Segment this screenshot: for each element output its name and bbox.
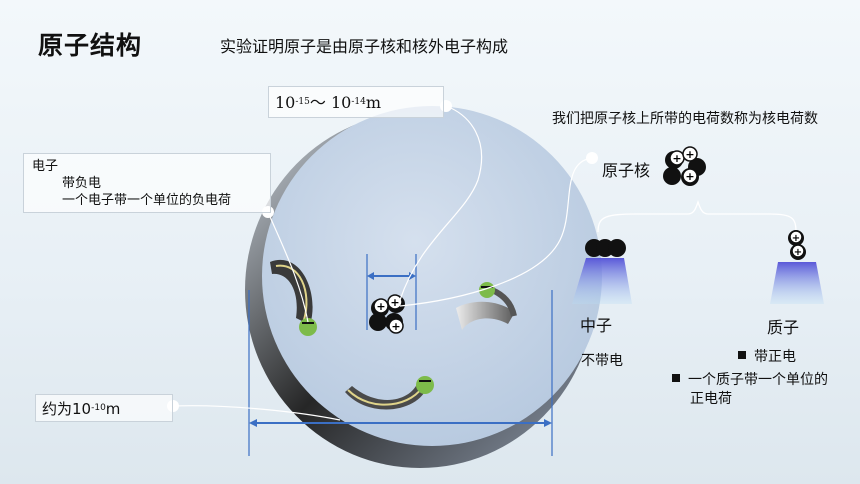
neutron-beam: [572, 258, 632, 304]
neutron-icon: [585, 239, 626, 257]
split-brace: [597, 199, 797, 233]
neutron-desc: 不带电: [581, 353, 623, 369]
proton-bullet-2: 一个质子带一个单位的 正电荷: [672, 371, 828, 409]
nucleus-size-label: 10-15～ 10-14m: [268, 86, 444, 118]
page-title: 原子结构: [38, 31, 143, 60]
nucleus-label: 原子核: [602, 161, 651, 180]
atom-sphere: [262, 106, 602, 446]
bullet-square-icon: [738, 351, 746, 359]
electron-info-box: 电子 带负电 一个电子带一个单位的负电荷: [23, 153, 271, 213]
proton-icon: + +: [788, 230, 806, 260]
svg-text:+: +: [794, 247, 802, 258]
atom-size-label: 约为10-10m: [35, 394, 173, 422]
svg-text:+: +: [390, 296, 399, 309]
electron-bottom: [416, 376, 434, 394]
svg-text:+: +: [376, 300, 385, 313]
subtitle: 实验证明原子是由原子核和核外电子构成: [220, 37, 509, 56]
bullet-square-icon: [672, 374, 680, 382]
svg-text:+: +: [792, 233, 800, 244]
svg-text:+: +: [685, 148, 694, 161]
electron-title: 电子: [32, 159, 59, 174]
svg-text:+: +: [391, 320, 400, 333]
nuclear-charge-definition: 我们把原子核上所带的电荷数称为核电荷数: [552, 111, 818, 127]
proton-label: 质子: [767, 318, 800, 337]
svg-text:+: +: [685, 170, 694, 183]
orbit-ribbon-left: [270, 259, 313, 325]
electron-line2: 一个电子带一个单位的负电荷: [62, 193, 232, 208]
proton-beam: [770, 262, 824, 304]
orbit-ribbon-right: [456, 301, 515, 330]
electron-line1: 带负电: [62, 176, 102, 191]
neutron-label: 中子: [580, 316, 613, 335]
svg-text:+: +: [672, 152, 681, 165]
nucleus-icon: + + +: [663, 146, 706, 186]
orbit-ribbon-bottom: [345, 382, 428, 410]
proton-bullet-1: 带正电: [738, 346, 796, 366]
